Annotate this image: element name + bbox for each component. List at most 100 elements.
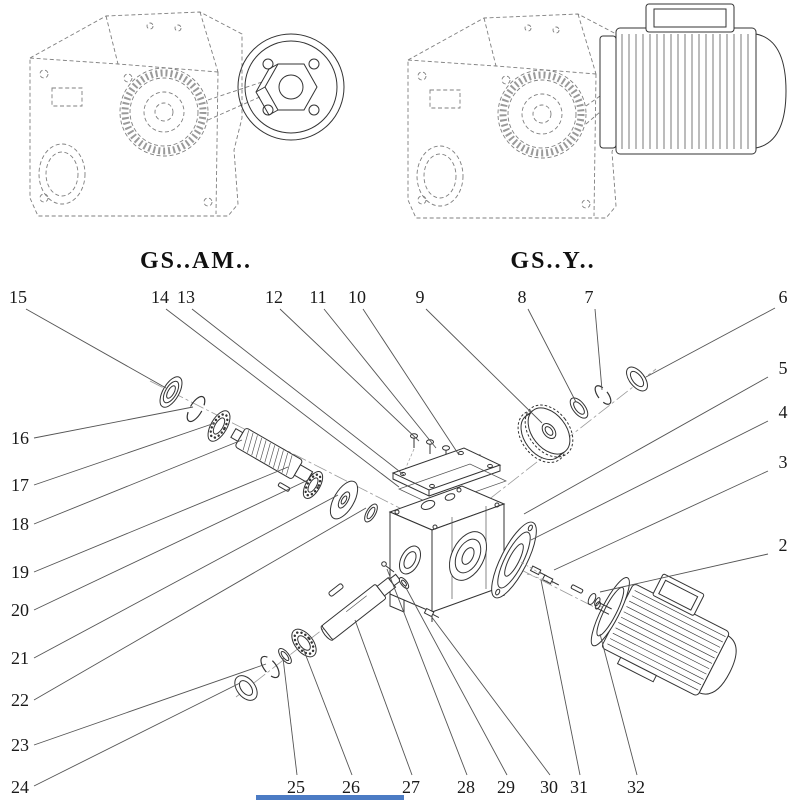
motor-shaft-phantom: [585, 95, 601, 125]
callout-32: 32: [627, 777, 645, 797]
gear-unit-phantom: [30, 12, 242, 216]
output-circlip-part: [260, 655, 280, 679]
callout-31: 31: [570, 777, 588, 797]
leader-line-22: [33, 507, 367, 701]
leader-line-28: [386, 568, 468, 776]
callout-30: 30: [540, 777, 558, 797]
leader-line-23: [33, 663, 267, 746]
callout-18: 18: [11, 514, 29, 534]
callout-4: 4: [779, 402, 788, 422]
leader-line-31: [540, 579, 581, 776]
callout-3: 3: [779, 452, 788, 472]
dowel-pin-part: [277, 482, 291, 492]
key-part-small: [570, 584, 584, 594]
leader-line-14: [165, 308, 400, 488]
callout-12: 12: [265, 287, 283, 307]
bolt-small-part: [423, 607, 440, 618]
label-gs-y: GS..Y..: [510, 248, 595, 274]
gear-washer-part: [569, 397, 589, 419]
leader-line-32: [599, 633, 638, 776]
bottom-blue-strip: [256, 795, 404, 800]
leader-line-6: [645, 307, 776, 378]
callout-13: 13: [177, 287, 195, 307]
motor-terminal-box: [652, 573, 705, 616]
retaining-ring-part: [186, 395, 206, 423]
worm-shaft-part: [230, 427, 322, 487]
input-bearing-part: [207, 410, 231, 442]
leader-line-17: [33, 422, 216, 486]
coupling-parts-group: [587, 592, 607, 611]
motor-front-flange: [590, 577, 630, 647]
spacer-ring-part: [364, 503, 378, 523]
output-bearing-part: [291, 628, 317, 658]
gear-circlip-part: [594, 385, 612, 405]
leader-line-19: [33, 466, 289, 573]
label-gs-am: GS..AM..: [140, 248, 252, 274]
leader-line-12: [279, 308, 420, 442]
callout-2: 2: [779, 535, 788, 555]
callout-16: 16: [11, 428, 29, 448]
callout-28: 28: [457, 777, 475, 797]
leader-line-13: [191, 308, 405, 476]
output-shaft-part: [320, 573, 402, 641]
callout-25: 25: [287, 777, 305, 797]
callout-14: 14: [151, 287, 169, 307]
callout-9: 9: [416, 287, 425, 307]
leader-line-18: [33, 439, 243, 525]
output-flange-part: [491, 521, 537, 599]
leader-line-27: [354, 619, 413, 776]
washer-disc-part: [329, 480, 359, 520]
gear-ring-part: [626, 366, 648, 392]
callout-26: 26: [342, 777, 360, 797]
callout-22: 22: [11, 690, 29, 710]
exploded-view: [149, 366, 737, 701]
callout-19: 19: [11, 562, 29, 582]
callout-27: 27: [402, 777, 420, 797]
variant-gs-y: [408, 3, 787, 218]
input-shaft-phantom: [207, 81, 263, 121]
output-washer-part: [234, 675, 258, 701]
leader-line-25: [282, 657, 298, 776]
leader-line-7: [594, 308, 603, 391]
leader-line-15: [25, 308, 167, 389]
cover-plate-part: [391, 447, 502, 497]
leader-line-26: [302, 647, 353, 776]
callout-29: 29: [497, 777, 515, 797]
callout-5: 5: [779, 358, 788, 378]
variant-gs-am: [30, 12, 345, 216]
leader-line-2: [599, 553, 769, 593]
leader-line-20: [33, 479, 309, 611]
gear-part: [517, 404, 574, 463]
leader-line-30: [430, 615, 551, 776]
callout-24: 24: [11, 777, 29, 797]
callout-10: 10: [348, 287, 366, 307]
leader-line-29: [404, 585, 508, 776]
motor-part: [590, 573, 737, 696]
leader-line-11: [323, 308, 437, 449]
gear-unit-phantom-2: [408, 14, 620, 218]
leader-line-8: [527, 308, 577, 403]
callout-23: 23: [11, 735, 29, 755]
leader-line-4: [530, 420, 769, 541]
callout-11: 11: [309, 287, 326, 307]
leader-line-24: [33, 682, 241, 787]
callout-21: 21: [11, 648, 29, 668]
callout-17: 17: [11, 475, 29, 495]
flange-bolts-group: [520, 561, 560, 586]
adapter-flange: [237, 33, 345, 141]
bearing-part-2: [302, 471, 324, 499]
motor-rear-bell: [755, 33, 787, 149]
leader-line-16: [33, 406, 194, 439]
leader-line-10: [362, 308, 460, 456]
leader-line-21: [33, 494, 339, 659]
leader-line-9: [425, 308, 543, 424]
callout-20: 20: [11, 600, 29, 620]
motor-top: [599, 3, 787, 155]
screw-small-part: [381, 561, 395, 573]
spacer-part: [278, 647, 292, 665]
oil-seal-part: [159, 376, 183, 408]
washer-small-part: [398, 577, 410, 589]
